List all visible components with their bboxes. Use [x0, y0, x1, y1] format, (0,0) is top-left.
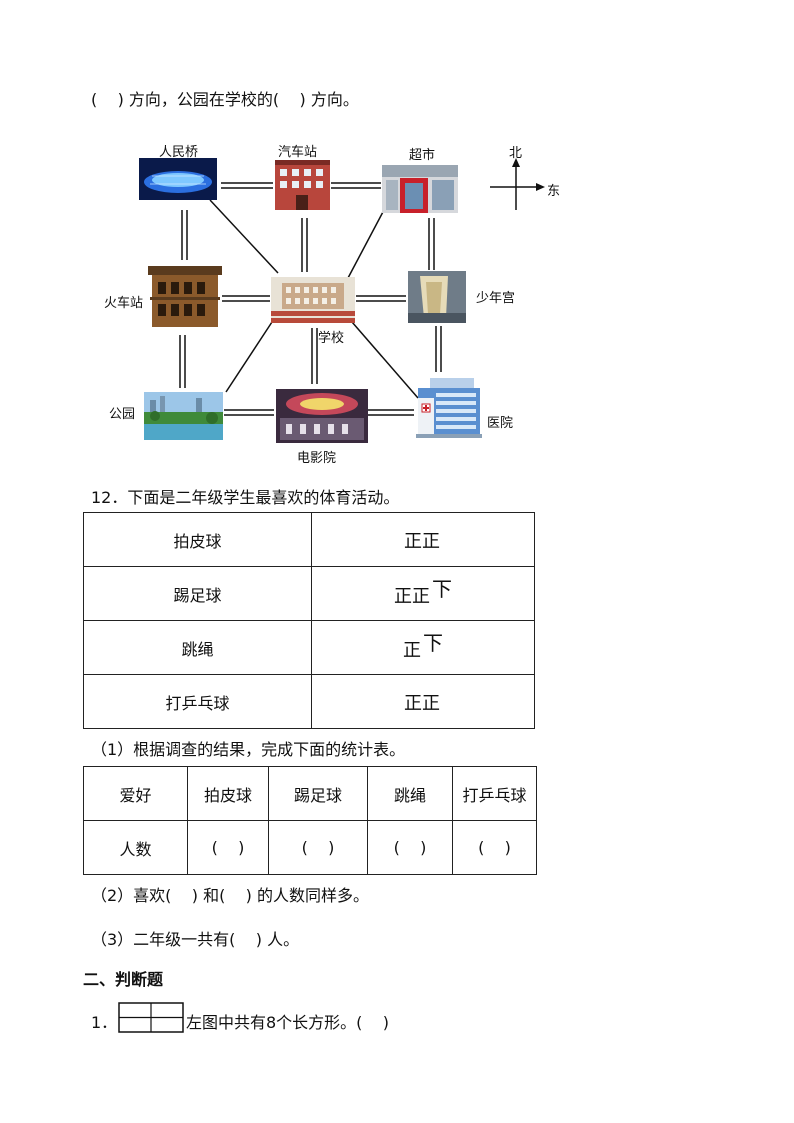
- compass-north-label: 北: [509, 146, 523, 161]
- tally-cell: 正正: [311, 674, 535, 729]
- tally-cell: 正正下: [311, 566, 535, 621]
- table-row: 爱好 拍皮球 踢足球 跳绳 打乒乓球: [83, 766, 537, 821]
- stats-answer-blank[interactable]: ( ): [187, 820, 269, 875]
- tally-activity: 跳绳: [83, 620, 312, 675]
- rectangle-figure: [118, 1002, 184, 1033]
- label-shaoniangong: 少年宫: [476, 291, 516, 306]
- top-question-line: ( ) 方向，公园在学校的( ) 方向。: [91, 90, 359, 109]
- label-qichezhan: 汽车站: [278, 145, 318, 160]
- q12-title: 12．下面是二年级学生最喜欢的体育活动。: [91, 488, 400, 507]
- tally-cell: 正下: [311, 620, 535, 675]
- tally-activity: 拍皮球: [83, 512, 312, 567]
- q12-sub1: （1）根据调查的结果，完成下面的统计表。: [91, 740, 406, 759]
- tally-table: 拍皮球 正正 踢足球 正正下 跳绳 正下 打乒乓球 正正: [83, 512, 535, 729]
- huochezhan-image: [148, 266, 222, 327]
- renminqiao-image: [139, 158, 217, 200]
- label-dianyingyuan: 电影院: [297, 451, 337, 466]
- chaoshi-image: [382, 165, 458, 213]
- gongyuan-image: [144, 392, 223, 440]
- section2-q1-text: 左图中共有8个长方形。( ): [186, 1013, 390, 1032]
- shaoniangong-image: [408, 271, 466, 323]
- label-chaoshi: 超市: [409, 148, 436, 163]
- stats-answer-blank[interactable]: ( ): [268, 820, 368, 875]
- stats-header-cell: 拍皮球: [187, 766, 269, 821]
- tally-marks: 正: [403, 640, 421, 661]
- stats-row-label: 人数: [83, 820, 188, 875]
- tally-marks: 正正: [394, 586, 430, 607]
- tally-partial: 下: [432, 577, 452, 601]
- q12-sub3: （3）二年级一共有( ) 人。: [91, 930, 300, 949]
- map-diagram: [139, 158, 545, 443]
- tally-activity: 踢足球: [83, 566, 312, 621]
- q12-sub2: （2）喜欢( ) 和( ) 的人数同样多。: [91, 886, 370, 905]
- table-row: 踢足球 正正下: [83, 566, 535, 621]
- label-xuexiao: 学校: [318, 331, 345, 346]
- table-row: 打乒乓球 正正: [83, 674, 535, 729]
- stats-answer-blank[interactable]: ( ): [452, 820, 537, 875]
- table-row: 拍皮球 正正: [83, 512, 535, 567]
- compass-icon: [490, 158, 545, 210]
- qichezhan-image: [275, 160, 330, 210]
- compass-east-label: 东: [547, 184, 561, 199]
- table-row: 跳绳 正下: [83, 620, 535, 675]
- stats-header-cell: 踢足球: [268, 766, 368, 821]
- dianyingyuan-image: [276, 389, 368, 443]
- label-huochezhan: 火车站: [104, 296, 144, 311]
- section2-title: 二、判断题: [83, 970, 164, 989]
- tally-activity: 打乒乓球: [83, 674, 312, 729]
- label-yiyuan: 医院: [487, 416, 514, 431]
- tally-partial: 下: [423, 631, 443, 655]
- label-gongyuan: 公园: [109, 407, 136, 422]
- tally-cell: 正正: [311, 512, 535, 567]
- section2-q1-number: 1．: [91, 1013, 118, 1032]
- table-row: 人数 ( ) ( ) ( ) ( ): [83, 820, 537, 875]
- label-renminqiao: 人民桥: [159, 145, 199, 160]
- xuexiao-image: [271, 277, 355, 323]
- stats-header-cell: 爱好: [83, 766, 188, 821]
- stats-answer-blank[interactable]: ( ): [367, 820, 453, 875]
- stats-header-cell: 打乒乓球: [452, 766, 537, 821]
- stats-header-cell: 跳绳: [367, 766, 453, 821]
- tally-marks: 正正: [404, 530, 440, 552]
- yiyuan-image: [416, 378, 482, 438]
- tally-marks: 正正: [404, 692, 440, 714]
- stats-table: 爱好 拍皮球 踢足球 跳绳 打乒乓球 人数 ( ) ( ) ( ) ( ): [83, 766, 537, 875]
